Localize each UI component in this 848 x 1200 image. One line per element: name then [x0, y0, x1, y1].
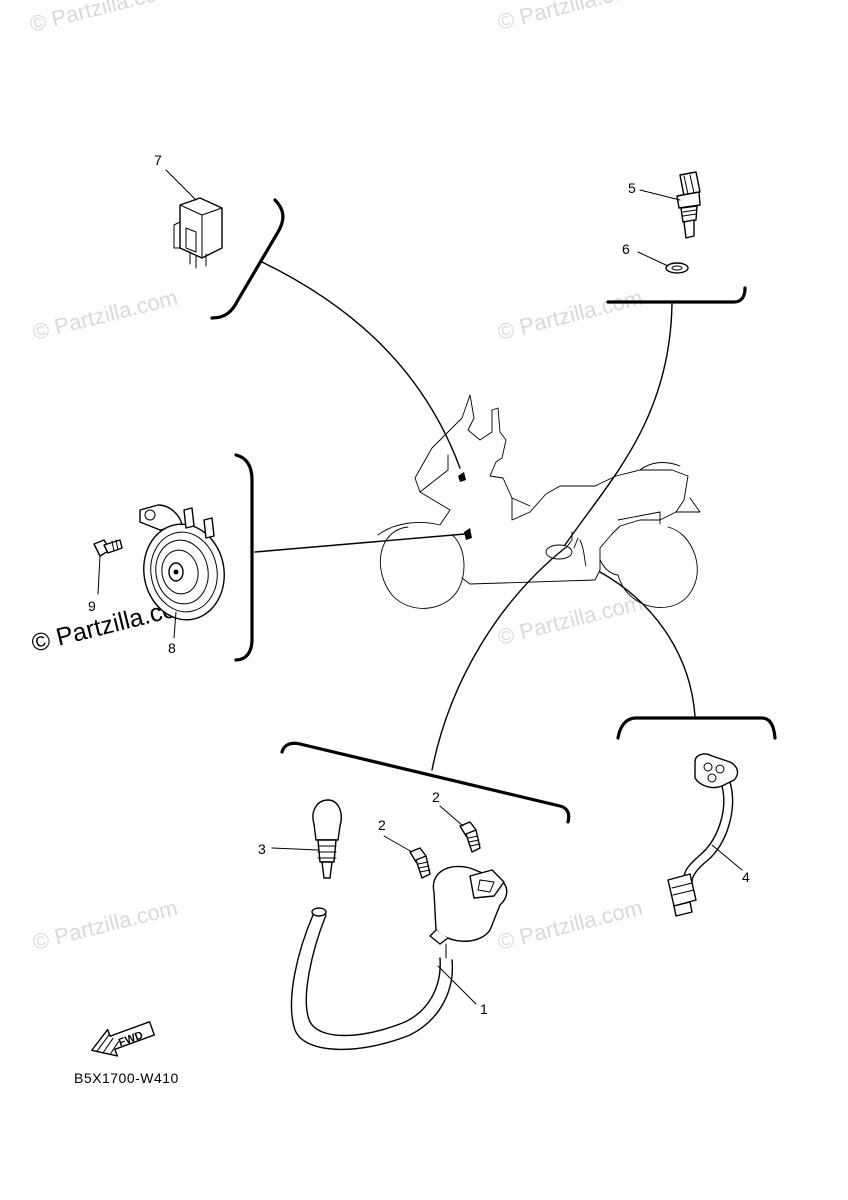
watermark: © Partzilla.com [495, 0, 645, 35]
callout-2b: 2 [378, 817, 386, 833]
bolt-part [93, 539, 123, 595]
washer-part [637, 251, 689, 274]
relay-part [165, 169, 223, 269]
callout-9: 9 [88, 598, 96, 614]
callout-6: 6 [622, 241, 630, 257]
callout-8: 8 [168, 640, 176, 656]
watermark: © Partzilla.com [495, 895, 645, 955]
temp-sensor-part [639, 171, 701, 239]
callout-7: 7 [154, 152, 162, 168]
watermark: © Partzilla.com [30, 285, 180, 345]
group-brackets [210, 198, 777, 824]
horn-part [139, 504, 225, 639]
callout-4: 4 [742, 869, 750, 885]
screw-part [439, 805, 481, 853]
screw-part [383, 835, 431, 879]
ignition-coil-part [290, 865, 508, 1051]
plug-cap-part [271, 799, 342, 879]
switch-part [667, 753, 743, 917]
scooter-silhouette [377, 394, 701, 609]
leader-lines [254, 261, 696, 771]
callout-1: 1 [480, 1001, 488, 1017]
callout-numbers: 7 5 6 9 8 2 2 3 4 1 [88, 152, 750, 1017]
callout-3: 3 [258, 841, 266, 857]
ignition-location [545, 544, 573, 560]
watermark: © Partzilla.com [495, 590, 645, 650]
watermark: © Partzilla.com [495, 285, 645, 345]
fwd-arrow-icon: FWD [91, 1021, 156, 1057]
callout-5: 5 [628, 180, 636, 196]
callout-2a: 2 [432, 789, 440, 805]
watermark: © Partzilla.com [30, 895, 180, 955]
diagram-code: B5X1700-W410 [74, 1070, 179, 1086]
relay-location [458, 472, 466, 482]
watermark: © Partzilla.com [27, 0, 177, 37]
horn-location [464, 528, 472, 540]
